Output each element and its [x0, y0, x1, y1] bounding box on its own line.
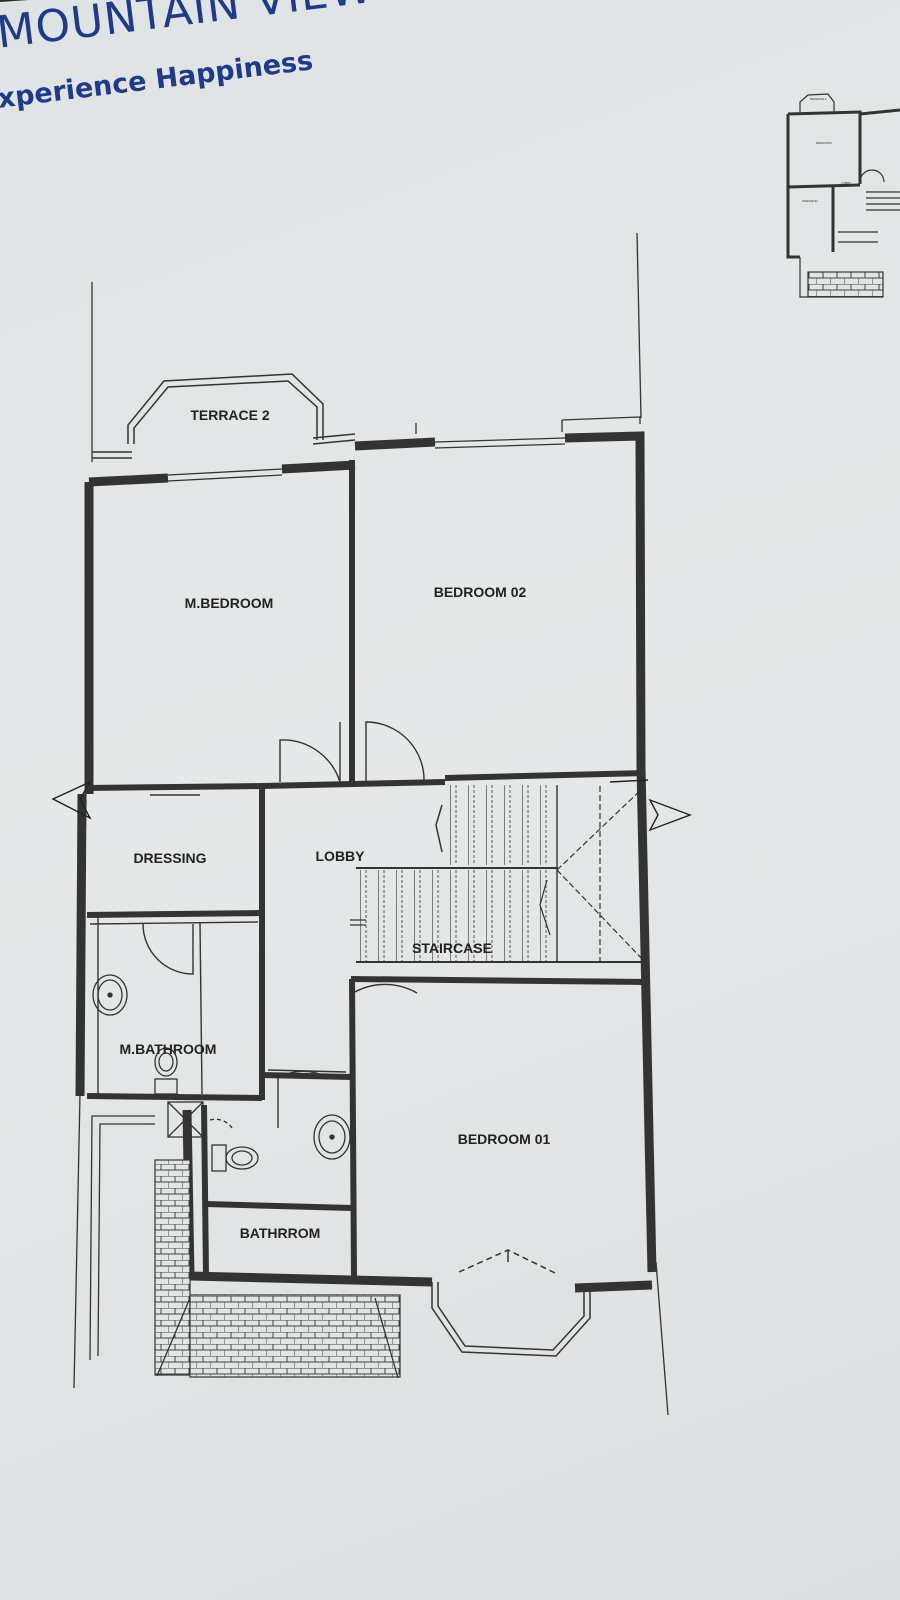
shower	[167, 1101, 233, 1138]
partition-lines	[89, 915, 347, 1095]
terrace-2	[92, 373, 356, 459]
toilet-bathroom	[211, 1144, 259, 1172]
room-label-lobby: LOBBY	[316, 848, 366, 864]
room-label-master-bedroom: M.BEDROOM	[185, 595, 274, 611]
paving-area	[154, 1159, 401, 1379]
room-label-bathroom: BATHRROM	[240, 1225, 321, 1241]
washbasin-bathroom	[313, 1114, 351, 1160]
svg-text:LOBBY: LOBBY	[841, 181, 851, 185]
door-swings	[142, 721, 425, 1128]
staircase	[350, 785, 646, 963]
svg-text:DRESSING: DRESSING	[802, 199, 818, 203]
washbasin-master	[92, 974, 128, 1016]
side-path	[89, 1115, 155, 1361]
room-label-bedroom-01: BEDROOM 01	[458, 1131, 551, 1147]
toilet-master	[154, 1047, 178, 1095]
room-label-dressing: DRESSING	[133, 850, 206, 866]
bay-window	[431, 1249, 591, 1357]
svg-text:TERRACE 2: TERRACE 2	[810, 97, 827, 101]
key-plan-thumbnail: BEDROOM DRESSING LOBBY TERRACE 2	[786, 93, 900, 298]
room-label-staircase: STAIRCASE	[412, 940, 492, 956]
room-label-bedroom-02: BEDROOM 02	[434, 584, 527, 600]
windows	[167, 416, 641, 482]
room-label-master-bathroom: M.BATHROOM	[120, 1041, 217, 1057]
svg-text:BEDROOM: BEDROOM	[816, 141, 832, 145]
section-markers	[51, 779, 692, 832]
room-label-terrace-2: TERRACE 2	[190, 407, 270, 423]
